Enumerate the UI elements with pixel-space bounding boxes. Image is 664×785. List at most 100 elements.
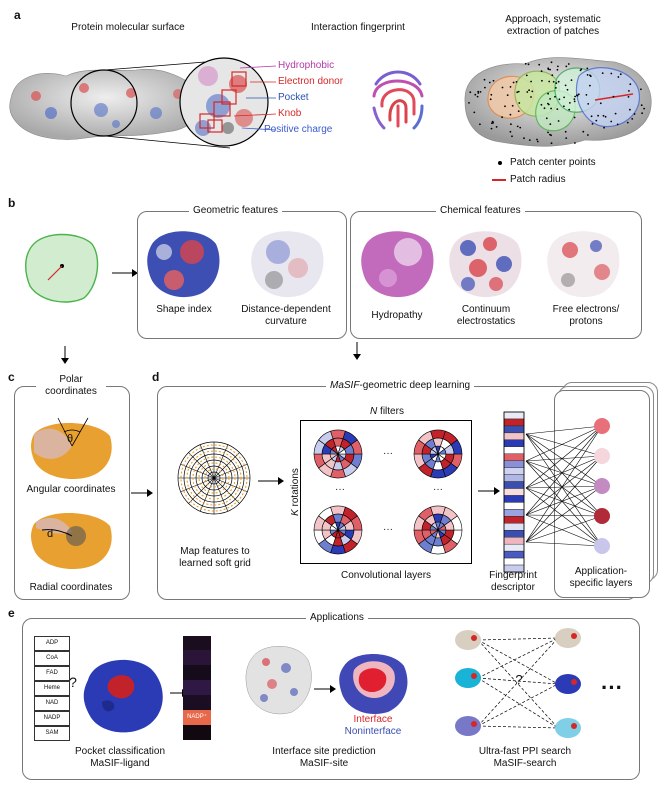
patch-center-dot xyxy=(633,113,636,115)
patch-center-dot xyxy=(568,108,571,111)
patch-center-dot xyxy=(591,123,594,125)
ligand-probability-bar xyxy=(183,636,211,740)
patch-center-dot xyxy=(585,94,588,96)
map-features-label: Map features to learned soft grid xyxy=(179,546,251,569)
patch-center-dot xyxy=(574,142,576,144)
patch-center-dot xyxy=(604,115,607,118)
angular-patch-image xyxy=(31,417,112,480)
panel-a-letter: a xyxy=(14,8,21,22)
k-rotations-rest: rotations xyxy=(290,468,301,510)
deep-learning-title-rest: -geometric deep learning xyxy=(359,380,471,391)
ligand-adp: ADP xyxy=(34,636,70,651)
approach-title: Approach, systematic extraction of patch… xyxy=(505,14,601,37)
interface-site-prediction-label: Interface site prediction xyxy=(272,746,376,757)
panel-e-letter: e xyxy=(8,606,15,620)
patch-center-dot xyxy=(528,89,530,92)
patch-center-dot xyxy=(516,125,519,128)
patch-center-dot xyxy=(538,63,541,66)
applications-title: Applications xyxy=(306,612,368,623)
patch-center-dot xyxy=(501,86,504,89)
patch-center-dot xyxy=(586,74,589,76)
patch-center-dot xyxy=(548,80,551,83)
conv-layers-label: Convolutional layers xyxy=(340,570,432,581)
patch-center-dot xyxy=(476,95,479,98)
patch-center-dot xyxy=(626,121,629,124)
patch-center-dot xyxy=(477,90,480,93)
patch-center-dot xyxy=(509,113,512,116)
patch-center-dot xyxy=(549,133,551,136)
patch-center-dot xyxy=(579,69,582,72)
arrow-down-center xyxy=(353,342,361,360)
patch-center-dot xyxy=(617,76,620,78)
patch-center-dot xyxy=(510,123,512,126)
surface-title: Protein molecular surface xyxy=(71,22,185,33)
masif-site-label: MaSIF-site xyxy=(299,758,349,769)
patch-center-dot xyxy=(540,70,543,73)
patch-center-dot xyxy=(601,72,604,74)
patch-center-dot xyxy=(536,138,538,141)
arrow-conv-to-descriptor xyxy=(478,487,500,495)
patch-center-dot xyxy=(602,114,605,117)
radial-patch-image xyxy=(31,512,112,570)
fingerprint-title: Interaction fingerprint xyxy=(311,22,405,33)
free-electrons-label: Free electrons/ protons xyxy=(552,304,620,327)
feature-knob: Knob xyxy=(278,108,302,119)
patch-center-dot xyxy=(610,120,613,123)
patch-center-dot xyxy=(573,98,576,100)
patch-center-dot xyxy=(473,111,476,114)
patch-center-dot xyxy=(545,117,548,120)
patch-center-dot xyxy=(557,120,560,122)
soft-grid-image xyxy=(177,441,251,515)
patch-center-dot xyxy=(640,88,642,91)
fingerprint-descriptor-bar xyxy=(503,411,525,573)
patch-center-dot xyxy=(564,84,567,87)
n-italic: N xyxy=(370,406,378,417)
fingerprint-descriptor-label: Fingerprint descriptor xyxy=(489,570,537,593)
conv-filter-1 xyxy=(313,429,363,479)
patch-center-dot xyxy=(519,126,522,129)
hydropathy-label: Hydropathy xyxy=(371,310,423,321)
feature-pocket: Pocket xyxy=(278,92,309,103)
patch-center-dot xyxy=(528,139,531,141)
patch-center-dot xyxy=(595,119,598,122)
ligand-coa: CoA xyxy=(34,651,70,666)
patch-center-dot xyxy=(612,95,615,98)
patch-center-dot xyxy=(564,130,567,133)
pocket-classification-label: Pocket classification xyxy=(74,746,166,757)
site-protein-surface-image xyxy=(245,646,312,715)
noninterface-label: Noninterface xyxy=(344,726,402,737)
patch-center-dot xyxy=(511,104,514,107)
patch-center-dot xyxy=(614,112,617,115)
radial-coordinates-label: Radial coordinates xyxy=(29,582,113,593)
panel-b-letter: b xyxy=(8,196,16,210)
patch-center-dot xyxy=(469,91,472,94)
patch-center-dot xyxy=(616,123,619,126)
arrow-c-to-d xyxy=(131,489,153,497)
conv-filter-2 xyxy=(413,429,463,479)
patch-center-dot xyxy=(526,91,529,93)
patch-center-dot xyxy=(563,96,565,99)
patch-center-dot xyxy=(550,61,553,64)
ligand-question-mark: ? xyxy=(69,674,77,690)
conv-filter-4 xyxy=(413,505,463,555)
curvature-image xyxy=(251,231,324,298)
feature-leader-lines xyxy=(233,65,277,131)
ellipsis-2: ··· xyxy=(335,484,345,495)
fingerprint-icon xyxy=(372,70,424,130)
ligand-nad: NAD xyxy=(34,696,70,711)
n-filters-rest: filters xyxy=(377,406,404,417)
panel-d-letter: d xyxy=(152,370,160,384)
patch-center-dot xyxy=(506,94,509,96)
patch-center-dot xyxy=(536,140,539,143)
patch-center-dot xyxy=(490,93,493,96)
patch-center-dot xyxy=(488,81,491,84)
patch-center-dot xyxy=(511,135,513,138)
patch-center-dot xyxy=(569,102,571,104)
patch-center-dot xyxy=(570,79,573,81)
patch-center-dot xyxy=(640,104,643,107)
patch-center-dot xyxy=(599,102,602,105)
patch-center-dot xyxy=(547,92,549,95)
patch-center-dot xyxy=(543,107,546,110)
patch-center-dot xyxy=(629,83,632,86)
patch-center-legend-icon xyxy=(498,161,502,165)
